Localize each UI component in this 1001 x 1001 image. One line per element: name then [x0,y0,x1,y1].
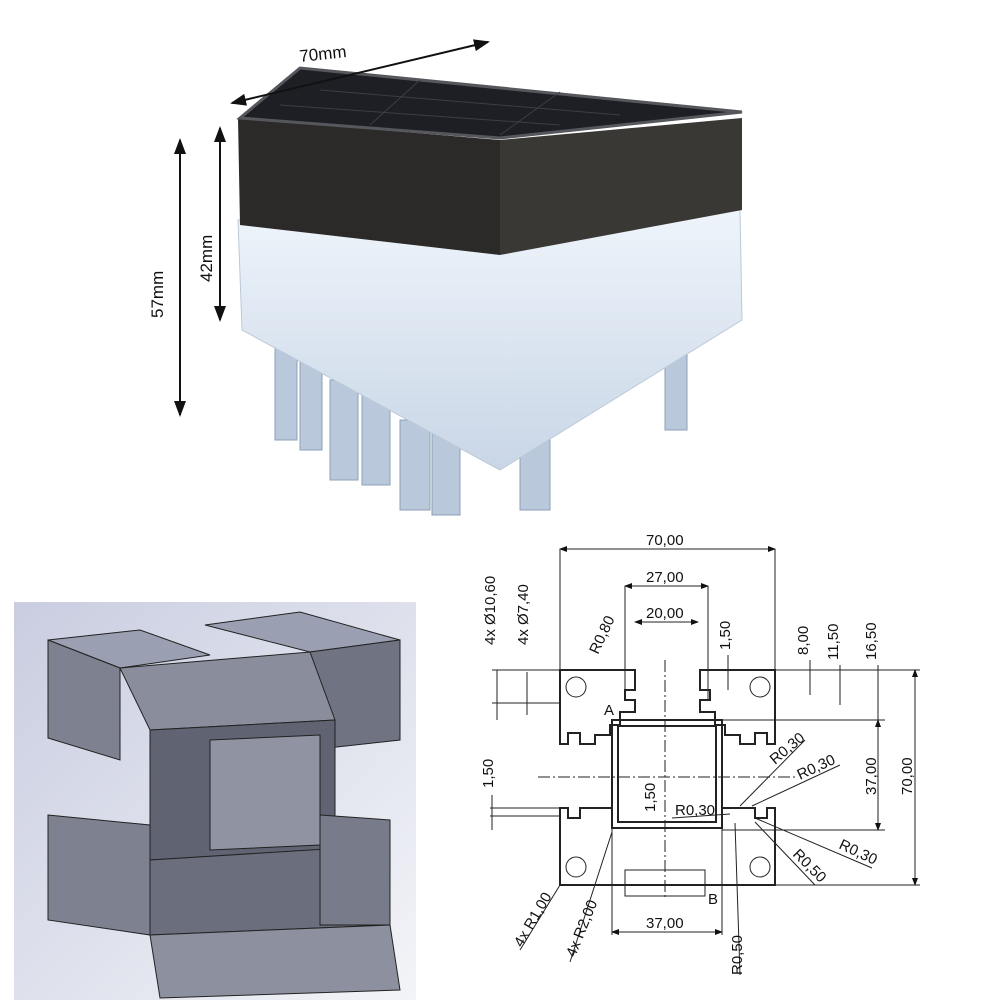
width-label: 70mm [298,42,347,66]
dim-11-5: 11,50 [825,624,842,660]
r030-label-a: R0,30 [767,729,809,768]
cap-height-label: 42mm [197,235,216,282]
r050-label-a: R0,50 [789,846,829,886]
r030-label-d: R0,30 [836,836,879,868]
r080-dim: R0,80 [586,613,618,656]
hole-outer-dim: 4x Ø10,60 [482,576,499,645]
slot-inner-dim: 20,00 [646,605,684,622]
width-dimension-line [230,39,490,106]
center-wall-dim: 1,50 [642,783,659,812]
dim-16-5: 16,50 [863,622,880,660]
housing-front [238,118,500,255]
r050-label-b: R0,50 [729,935,746,975]
r200-label: 4x R2,00 [563,897,601,959]
left-wall-dim: 1,50 [480,759,497,788]
overall-width-dim: 70,00 [646,532,684,549]
inner-width-dim: 37,00 [646,915,684,932]
aluminum-profile-render [14,602,416,1000]
total-height-label: 57mm [148,271,167,318]
profile-cross-section [538,660,795,900]
dim-8: 8,00 [795,626,812,655]
inner-height-dim: 37,00 [863,757,880,795]
hole-inner-dim: 4x Ø7,40 [515,584,532,645]
top-wall-dim: 1,50 [717,621,734,650]
r030-label-c: R0,30 [675,802,715,819]
section-label-a: A [604,702,614,719]
slot-outer-dim: 27,00 [646,569,684,586]
housing-right [500,118,742,255]
r030-label-b: R0,30 [795,751,838,783]
section-label-b: B [708,891,718,908]
r100-label: 4x R1,00 [511,889,556,950]
technical-drawing: 70,00 27,00 20,00 37,00 4x Ø10,60 4x Ø7,… [480,532,920,976]
solar-cap-photo: 70mm 57mm 42mm [148,39,743,516]
overall-height-dim: 70,00 [899,757,916,795]
